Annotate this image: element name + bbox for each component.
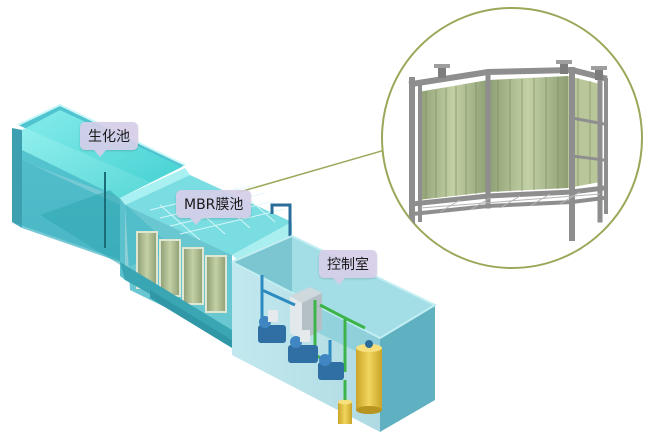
callout-connector [236, 150, 385, 193]
control-room-label: 控制室 [319, 250, 377, 278]
mbr-tank-label: MBR膜池 [176, 190, 251, 218]
chemical-tank [356, 340, 382, 414]
bio-tank-label: 生化池 [80, 122, 138, 150]
membrane-module-callout [382, 8, 642, 268]
